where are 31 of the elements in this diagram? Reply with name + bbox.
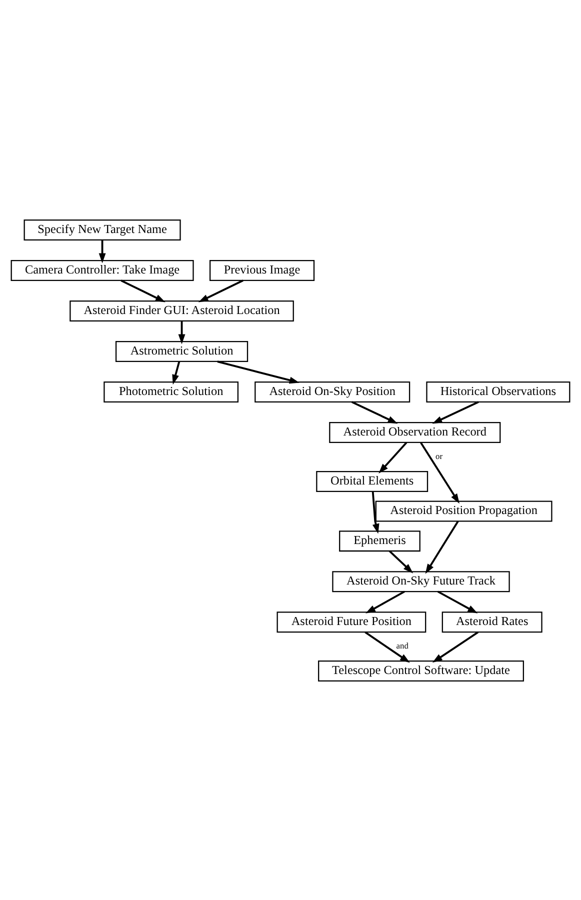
node-box: Photometric Solution — [104, 381, 239, 402]
arrow — [437, 590, 478, 613]
node-box: Asteroid Finder GUI: Asteroid Location — [70, 300, 294, 322]
arrow — [172, 360, 180, 384]
arrow — [366, 590, 405, 613]
arrow — [98, 240, 106, 263]
arrow — [432, 630, 479, 662]
node-box: Asteroid On-Sky Future Track — [332, 570, 510, 592]
arrow — [372, 490, 380, 534]
node-box: Astrometric Solution — [115, 340, 248, 362]
arrow — [425, 520, 459, 574]
node-box: Orbital Elements — [316, 470, 428, 492]
node-box: Asteroid Observation Record — [329, 422, 501, 443]
node-box: Historical Observations — [426, 381, 570, 402]
node-box: Asteroid Position Propagation — [375, 500, 552, 522]
arrow — [178, 320, 186, 344]
edge-label: and — [396, 641, 408, 650]
node-box: Asteroid Future Position — [276, 611, 426, 632]
edge-label: or — [436, 452, 443, 461]
node-box: Camera Controller: Take Image — [10, 260, 194, 281]
node-box: Telescope Control Software: Update — [318, 660, 524, 682]
arrow — [378, 442, 408, 473]
node-box: Ephemeris — [339, 530, 420, 552]
arrow — [420, 442, 460, 504]
arrow — [364, 630, 410, 662]
arrow — [388, 550, 414, 573]
arrow — [217, 360, 300, 384]
node-box: Previous Image — [209, 260, 315, 281]
node-box: Asteroid Rates — [442, 611, 542, 632]
node-box: Specify New Target Name — [24, 218, 181, 240]
node-box: Asteroid On-Sky Position — [254, 381, 410, 402]
